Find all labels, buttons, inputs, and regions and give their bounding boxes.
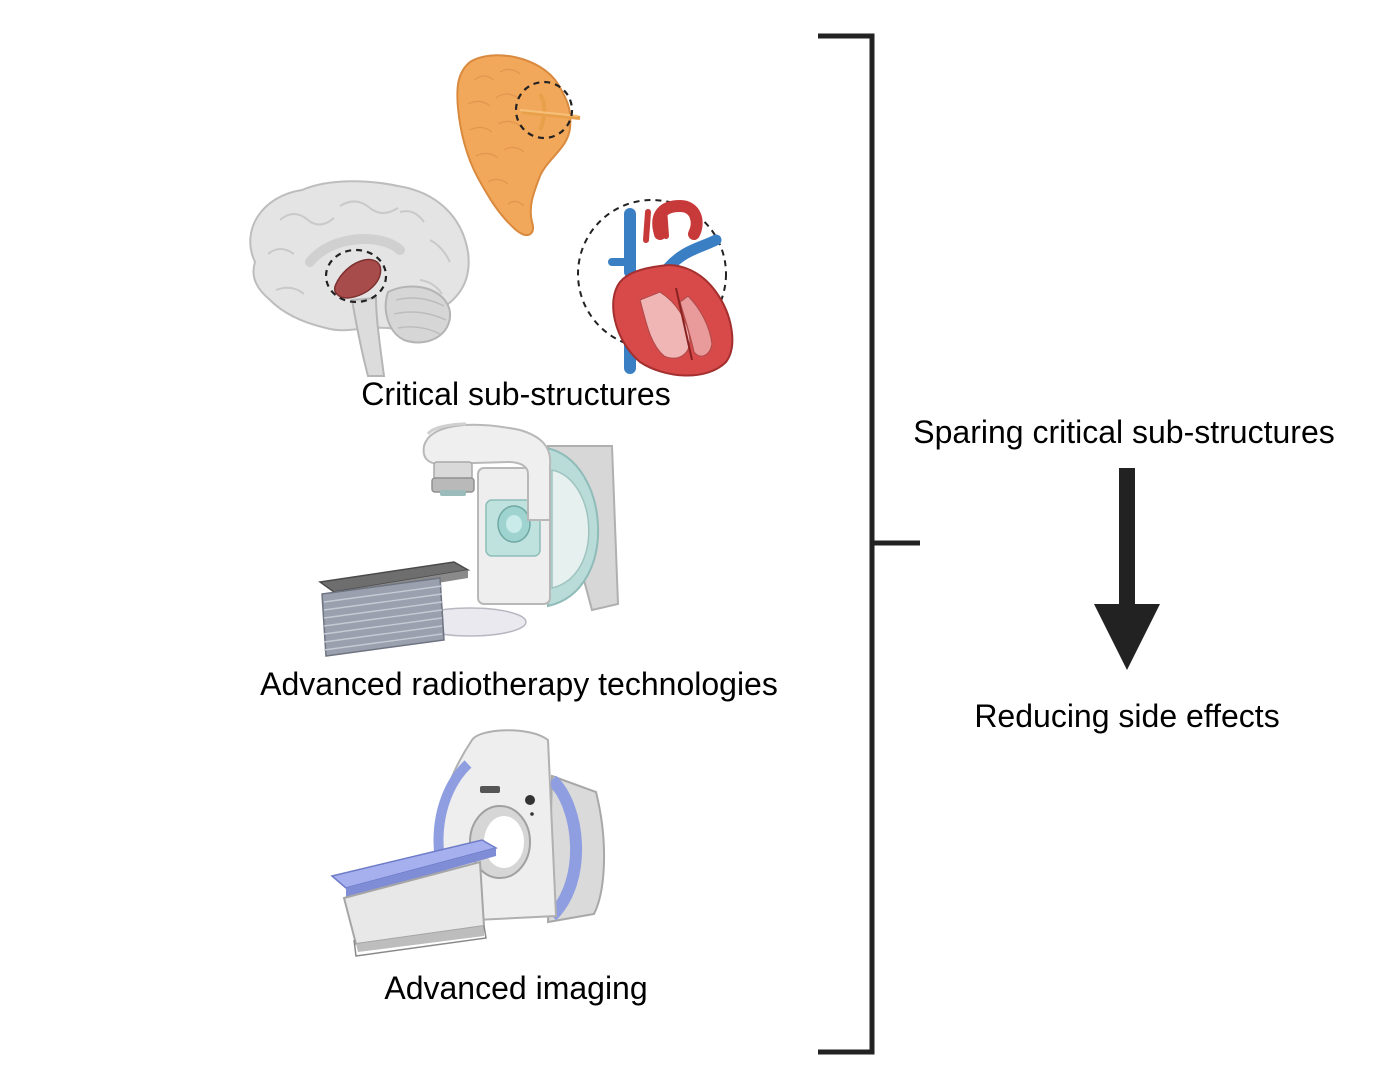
linear-accelerator-icon	[318, 422, 620, 657]
label-advanced-imaging: Advanced imaging	[384, 970, 648, 1006]
label-reducing-side-effects: Reducing side effects	[974, 698, 1280, 734]
label-sparing-critical-sub-structures: Sparing critical sub-structures	[913, 414, 1335, 450]
mri-scanner-icon	[330, 729, 605, 957]
label-critical-sub-structures: Critical sub-structures	[361, 376, 671, 412]
bracket	[818, 33, 875, 1055]
label-advanced-radiotherapy: Advanced radiotherapy technologies	[260, 666, 778, 702]
brain-icon	[249, 180, 470, 377]
heart-icon	[577, 199, 734, 377]
pancreas-icon	[456, 54, 581, 237]
down-arrow-icon	[1094, 468, 1160, 670]
